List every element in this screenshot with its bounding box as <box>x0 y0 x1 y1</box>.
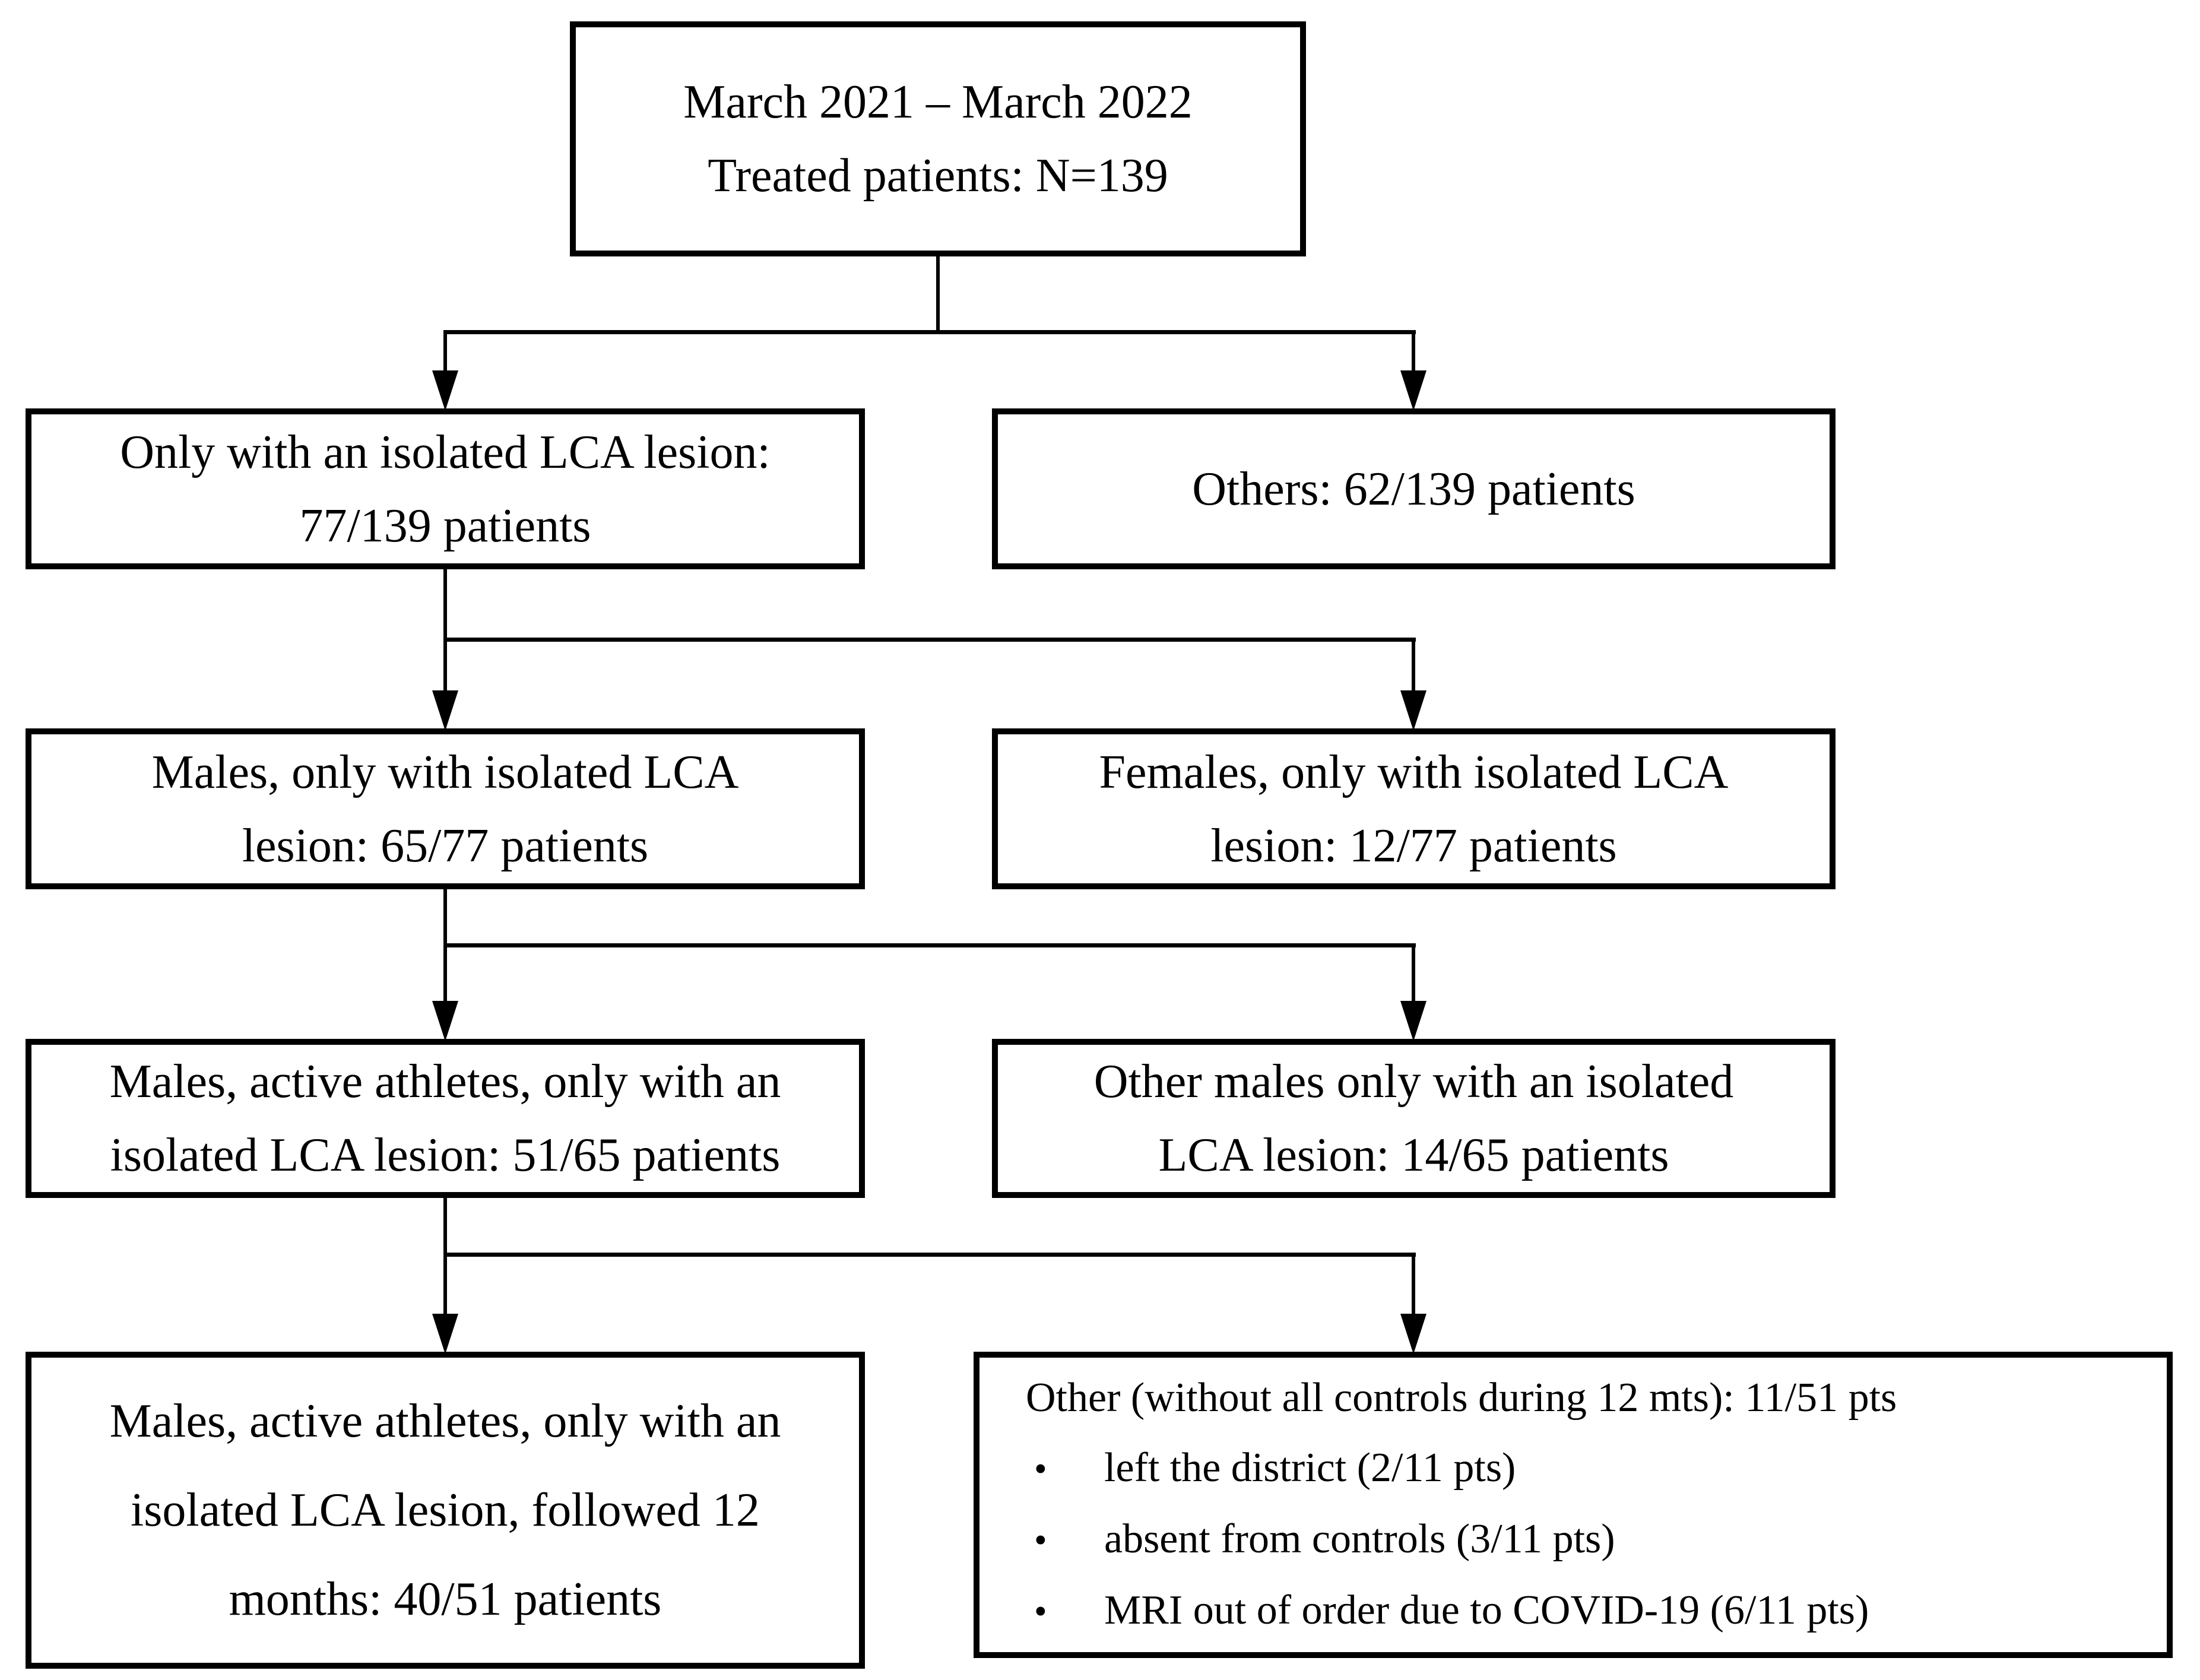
node-dropouts-header: Other (without all controls during 12 mt… <box>1026 1375 1897 1421</box>
arrow-down-icon <box>432 1001 458 1041</box>
connector-males-stem <box>443 889 447 947</box>
node-male-athletes-line: Males, active athletes, only with an <box>109 1055 781 1108</box>
node-females-line: Females, only with isolated LCA <box>1099 746 1729 798</box>
dropout-reason-text: absent from controls (3/11 pts) <box>1104 1516 1615 1562</box>
arrow-down-icon <box>1400 690 1426 731</box>
node-isolated-lca-line: Only with an isolated LCA lesion: <box>120 426 771 478</box>
node-others-line: Others: 62/139 patients <box>1192 462 1635 515</box>
connector-athletes-branch <box>443 1253 1416 1257</box>
dropout-reason-text: MRI out of order due to COVID-19 (6/11 p… <box>1104 1587 1869 1633</box>
node-other-males: Other males only with an isolated LCA le… <box>992 1039 1836 1198</box>
node-dropouts: Other (without all controls during 12 mt… <box>974 1352 2173 1658</box>
connector-root-branch <box>443 330 1416 334</box>
dropout-reason-item: • MRI out of order due to COVID-19 (6/11… <box>1026 1576 1869 1647</box>
node-followed-line: Males, active athletes, only with an <box>109 1395 781 1447</box>
connector-isolated-drop-left <box>443 638 447 694</box>
node-followed-line: months: 40/51 patients <box>229 1573 662 1625</box>
arrow-down-icon <box>1400 1001 1426 1041</box>
dropout-reason-text: left the district (2/11 pts) <box>1104 1445 1516 1491</box>
connector-males-branch <box>443 943 1416 947</box>
connector-isolated-drop-right <box>1412 638 1415 694</box>
node-males-line: lesion: 65/77 patients <box>242 819 649 872</box>
node-other-males-line: LCA lesion: 14/65 patients <box>1158 1129 1669 1181</box>
connector-isolated-branch <box>443 638 1416 642</box>
node-followed-line: isolated LCA lesion, followed 12 <box>131 1484 760 1536</box>
arrow-down-icon <box>432 370 458 411</box>
connector-isolated-stem <box>443 569 447 642</box>
arrow-down-icon <box>1400 370 1426 411</box>
node-male-athletes: Males, active athletes, only with an iso… <box>26 1039 865 1198</box>
dropout-reason-item: • left the district (2/11 pts) <box>1026 1433 1516 1504</box>
bullet-icon: • <box>1034 1449 1047 1489</box>
node-root: March 2021 – March 2022 Treated patients… <box>570 21 1306 256</box>
node-other-males-line: Other males only with an isolated <box>1093 1055 1734 1108</box>
arrow-down-icon <box>432 690 458 731</box>
connector-athletes-drop-right <box>1412 1253 1415 1317</box>
connector-males-drop-left <box>443 943 447 1004</box>
node-males: Males, only with isolated LCA lesion: 65… <box>26 728 865 889</box>
node-others: Others: 62/139 patients <box>992 408 1836 569</box>
node-root-line: March 2021 – March 2022 <box>683 76 1193 128</box>
arrow-down-icon <box>432 1314 458 1354</box>
connector-root-stem <box>936 256 940 332</box>
connector-root-drop-right <box>1412 330 1415 378</box>
node-females-line: lesion: 12/77 patients <box>1210 819 1617 872</box>
dropout-reason-item: • absent from controls (3/11 pts) <box>1026 1504 1615 1576</box>
connector-males-drop-right <box>1412 943 1415 1004</box>
bullet-icon: • <box>1034 1520 1047 1561</box>
bullet-icon: • <box>1034 1592 1047 1632</box>
node-root-line: Treated patients: N=139 <box>708 150 1168 202</box>
node-females: Females, only with isolated LCA lesion: … <box>992 728 1836 889</box>
connector-athletes-drop-left <box>443 1253 447 1317</box>
node-followed-12-months: Males, active athletes, only with an iso… <box>26 1352 865 1669</box>
arrow-down-icon <box>1400 1314 1426 1354</box>
node-isolated-lca-line: 77/139 patients <box>299 499 591 552</box>
connector-root-drop-left <box>443 330 447 378</box>
connector-athletes-stem <box>443 1198 447 1257</box>
node-males-line: Males, only with isolated LCA <box>151 746 739 798</box>
node-male-athletes-line: isolated LCA lesion: 51/65 patients <box>110 1129 781 1181</box>
node-isolated-lca: Only with an isolated LCA lesion: 77/139… <box>26 408 865 569</box>
